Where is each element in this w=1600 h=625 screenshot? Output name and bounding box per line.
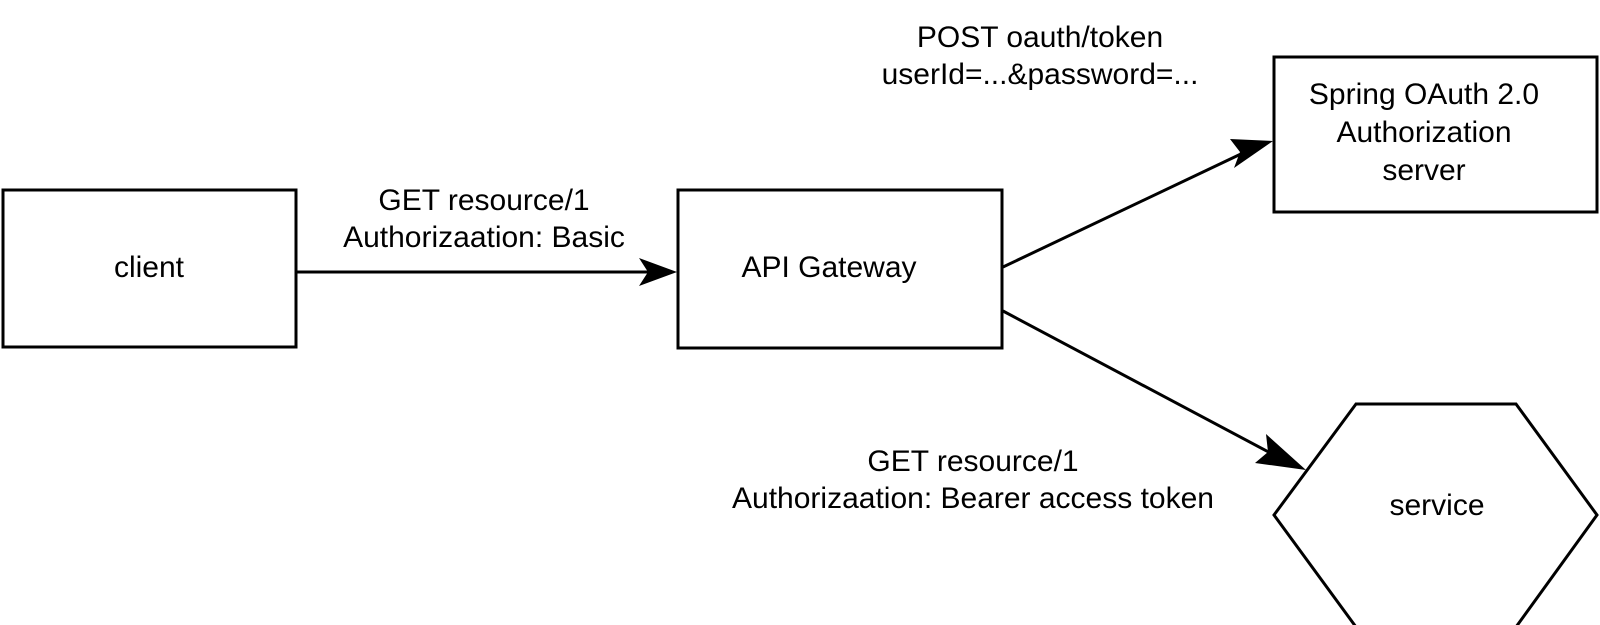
edge-client-to-gateway[interactable]: GET resource/1 Authorizaation: Basic — [297, 184, 677, 286]
edge-gateway-to-service-line — [1002, 309, 1277, 458]
edge-gateway-to-auth-server-arrowhead — [1230, 139, 1273, 168]
edge-gateway-to-auth-server-line — [1002, 151, 1244, 269]
service-label: service — [1389, 489, 1484, 522]
client-label: client — [114, 251, 185, 284]
service-hexagon[interactable] — [1272, 402, 1599, 625]
api-gateway-label: API Gateway — [741, 251, 916, 284]
auth-server-box[interactable] — [1272, 55, 1599, 214]
node-auth-server[interactable]: Spring OAuth 2.0 Authorization server — [1272, 55, 1599, 214]
client-box[interactable] — [1, 188, 298, 349]
edge-gateway-to-auth-server-label-line-1: POST oauth/token — [917, 21, 1163, 54]
edge-gateway-to-auth-server-label-line-2: userId=...&password=... — [882, 58, 1199, 91]
node-client[interactable]: client — [1, 188, 298, 349]
auth-server-label-line-3: server — [1382, 154, 1465, 187]
edge-gateway-to-service-label-line-2: Authorizaation: Bearer access token — [732, 482, 1214, 515]
edge-gateway-to-service[interactable]: GET resource/1 Authorizaation: Bearer ac… — [732, 309, 1306, 515]
api-gateway-box[interactable] — [676, 188, 1004, 350]
edge-client-to-gateway-arrowhead — [639, 258, 677, 286]
node-service[interactable]: service — [1272, 402, 1599, 625]
edge-gateway-to-auth-server[interactable]: POST oauth/token userId=...&password=... — [882, 21, 1273, 269]
node-api-gateway[interactable]: API Gateway — [676, 188, 1004, 350]
edge-gateway-to-service-arrowhead — [1255, 434, 1306, 470]
auth-server-label-line-2: Authorization — [1336, 116, 1511, 149]
edge-client-to-gateway-label-line-1: GET resource/1 — [378, 184, 589, 217]
auth-server-label-line-1: Spring OAuth 2.0 — [1309, 78, 1539, 111]
edge-gateway-to-service-label-line-1: GET resource/1 — [867, 445, 1078, 478]
edge-client-to-gateway-label-line-2: Authorizaation: Basic — [343, 221, 625, 254]
